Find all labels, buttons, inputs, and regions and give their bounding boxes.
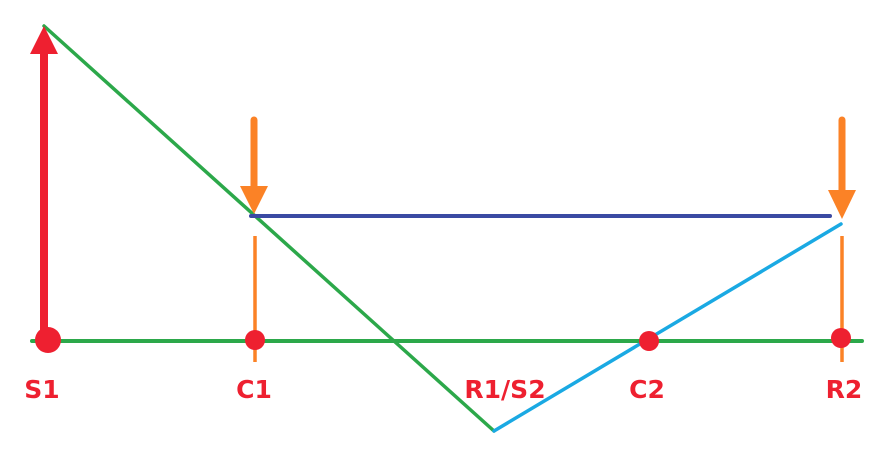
point-r2	[831, 328, 851, 348]
s1-up-arrow	[30, 26, 58, 338]
arrow-up-head	[30, 26, 58, 54]
label-c2: C2	[629, 375, 665, 404]
arrow-down-head	[828, 190, 856, 219]
c1-down-arrow	[240, 116, 268, 214]
label-s1: S1	[24, 375, 59, 404]
r2-down-arrow	[828, 116, 856, 219]
ascending-line	[492, 222, 843, 433]
label-c1: C1	[236, 375, 272, 404]
label-r2: R2	[826, 375, 863, 404]
descending-line	[42, 24, 496, 433]
point-s1	[35, 327, 61, 353]
point-c2	[639, 331, 659, 351]
arrow-down-head	[240, 186, 268, 214]
label-r1s2: R1/S2	[464, 375, 545, 404]
point-c1	[245, 330, 265, 350]
